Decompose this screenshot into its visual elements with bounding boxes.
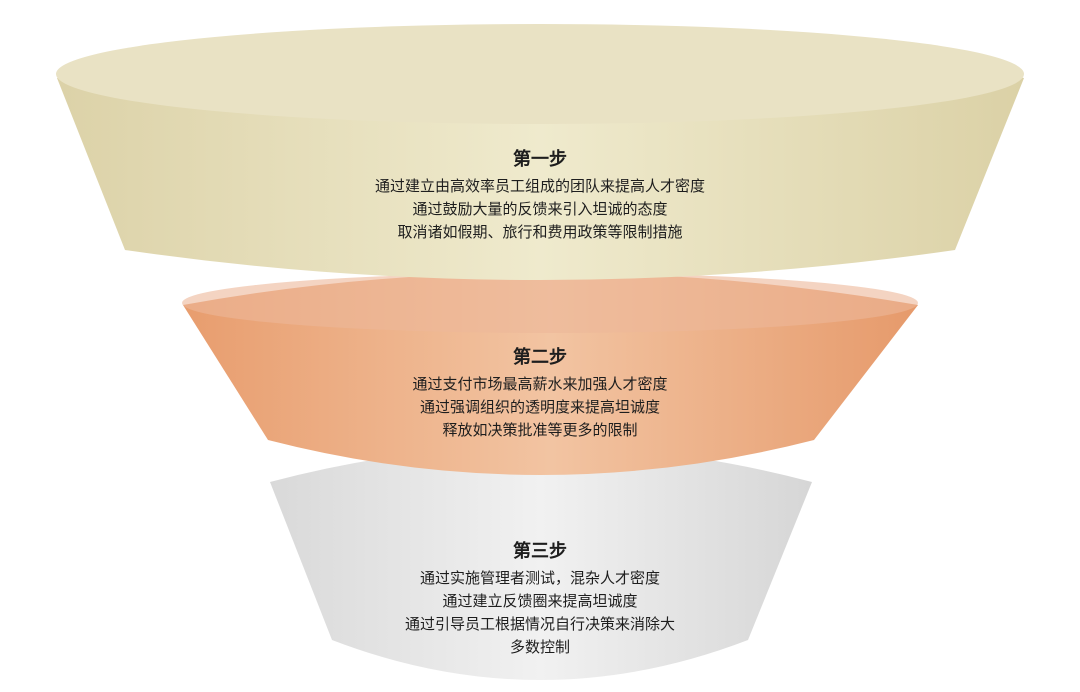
- stage-1-text-block: 第一步 通过建立由高效率员工组成的团队来提高人才密度 通过鼓励大量的反馈来引入坦…: [290, 147, 790, 244]
- stage-2-title: 第二步: [513, 347, 567, 368]
- stage-3-line-3: 通过引导员工根据情况自行决策来消除大: [404, 615, 675, 633]
- stage-2-line-2: 通过强调组织的透明度来提高坦诚度: [419, 398, 660, 416]
- stage-2-line-3: 释放如决策批准等更多的限制: [442, 421, 638, 439]
- funnel-stage-1: [56, 24, 1024, 280]
- stage-3-line-1: 通过实施管理者测试，混杂人才密度: [419, 569, 660, 587]
- stage-3-line-2: 通过建立反馈圈来提高坦诚度: [442, 592, 638, 610]
- stage-1-line-3: 取消诸如假期、旅行和费用政策等限制措施: [397, 223, 683, 241]
- stage-1-line-2: 通过鼓励大量的反馈来引入坦诚的态度: [412, 200, 668, 218]
- funnel-stage-3: [270, 446, 812, 680]
- stage-2-line-1: 通过支付市场最高薪水来加强人才密度: [412, 375, 668, 393]
- stage-3-title: 第三步: [513, 541, 567, 562]
- funnel-stage-2: [182, 272, 918, 475]
- stage-3-text-block: 第三步 通过实施管理者测试，混杂人才密度 通过建立反馈圈来提高坦诚度 通过引导员…: [330, 539, 750, 659]
- stage-1-title: 第一步: [513, 149, 567, 170]
- stage-1-line-1: 通过建立由高效率员工组成的团队来提高人才密度: [374, 177, 705, 195]
- stage-3-line-4: 多数控制: [509, 638, 570, 656]
- stage-2-text-block: 第二步 通过支付市场最高薪水来加强人才密度 通过强调组织的透明度来提高坦诚度 释…: [290, 345, 790, 442]
